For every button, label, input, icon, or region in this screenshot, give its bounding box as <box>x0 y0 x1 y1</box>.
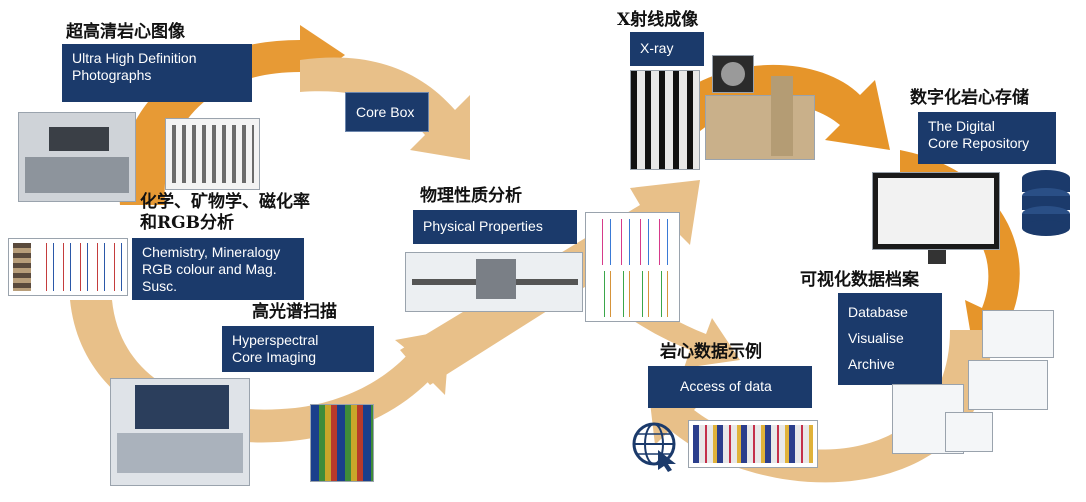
box-chemistry-line1: Chemistry, Mineralogy <box>142 244 281 260</box>
xray-core-strips <box>630 70 700 170</box>
box-photographs-line2: Photographs <box>72 67 152 83</box>
scanner-device <box>18 112 136 202</box>
visualise-screen-2 <box>968 360 1048 410</box>
arrow-right-side <box>900 150 1028 360</box>
visualise-screen-1 <box>982 310 1054 358</box>
hyperspectral-scanner <box>110 378 250 486</box>
label-chemistry-zh-2: 和RGB分析 <box>140 213 235 233</box>
box-xray-line1: X-ray <box>640 40 674 56</box>
box-repository-line1: The Digital <box>928 118 995 134</box>
box-physical: Physical Properties <box>413 210 577 244</box>
label-physical-zh: 物理性质分析 <box>420 186 522 206</box>
xray-image <box>712 55 754 93</box>
label-access-zh: 岩心数据示例 <box>660 342 762 362</box>
physical-charts <box>585 212 680 322</box>
label-photographs-zh: 超高清岩心图像 <box>66 22 185 42</box>
box-photographs-line1: Ultra High Definition <box>72 50 197 66</box>
label-visualise-zh: 可视化数据档案 <box>800 270 919 290</box>
box-photographs: Ultra High Definition Photographs <box>62 44 252 102</box>
box-access: Access of data <box>648 366 812 408</box>
box-chemistry-line2: RGB colour and Mag. <box>142 261 277 277</box>
xray-machine <box>705 76 815 160</box>
arrow-corebox <box>300 57 470 160</box>
globe-cursor-icon <box>632 422 676 472</box>
box-access-line1: Access of data <box>680 378 772 394</box>
label-hyperspectral-zh: 高光谱扫描 <box>252 302 337 322</box>
label-repository-zh: 数字化岩心存储 <box>910 88 1029 108</box>
box-corebox-line1: Core Box <box>356 104 415 120</box>
box-chemistry: Chemistry, Mineralogy RGB colour and Mag… <box>132 238 304 300</box>
box-hyperspectral: Hyperspectral Core Imaging <box>222 326 374 372</box>
access-data-sheet <box>688 420 818 468</box>
box-corebox: Core Box <box>345 92 429 132</box>
monitor-display <box>872 172 1000 264</box>
physical-device <box>405 252 583 312</box>
chemistry-logs <box>8 238 128 296</box>
box-physical-line1: Physical Properties <box>423 218 543 234</box>
hyperspectral-image <box>310 404 374 482</box>
box-hyperspectral-line2: Core Imaging <box>232 349 317 365</box>
label-chemistry-zh-1: 化学、矿物学、磁化率 <box>140 192 310 212</box>
box-repository-line2: Core Repository <box>928 135 1030 151</box>
visualise-screen-4 <box>945 412 993 452</box>
arrow-left-top <box>119 25 346 205</box>
label-xray-zh: X射线成像 <box>617 10 699 30</box>
box-visualise: Database Visualise Archive <box>838 293 942 385</box>
box-hyperspectral-line1: Hyperspectral <box>232 332 319 348</box>
box-repository: The Digital Core Repository <box>918 112 1056 164</box>
database-cylinders <box>1022 170 1070 236</box>
box-visualise-line1: Database <box>848 304 908 320</box>
box-visualise-line2: Visualise <box>848 330 904 346</box>
box-xray: X-ray <box>630 32 704 66</box>
box-visualise-line3: Archive <box>848 356 895 372</box>
box-chemistry-line3: Susc. <box>142 278 178 294</box>
core-photo-strips <box>165 118 260 190</box>
